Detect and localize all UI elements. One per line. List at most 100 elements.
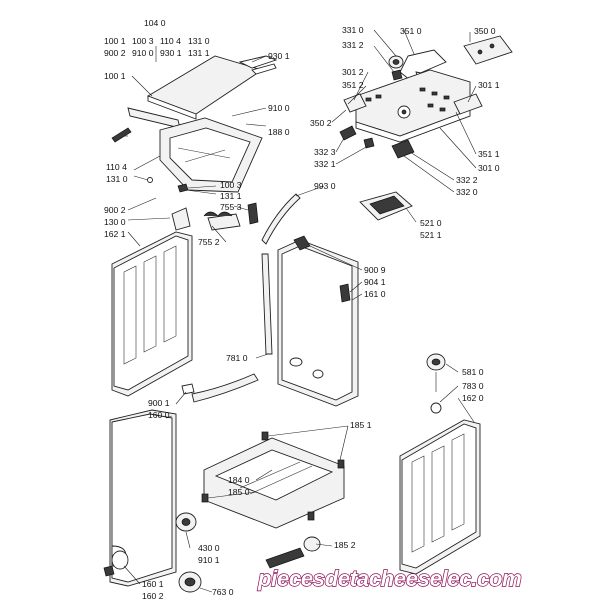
label-7630: 763 0	[212, 587, 234, 597]
label-7830: 783 0	[462, 381, 484, 391]
part-1852-b	[303, 536, 321, 552]
part-screw-1852	[307, 511, 315, 521]
hinge-screw	[147, 177, 153, 183]
label-9001: 900 1	[148, 398, 170, 408]
label-9002: 900 2	[104, 48, 126, 58]
label-1003: 100 3	[132, 36, 154, 46]
label-1311: 131 1	[188, 48, 210, 58]
label-3011: 301 1	[478, 80, 500, 90]
filter-1602	[103, 565, 115, 577]
label-9002-b: 900 2	[104, 205, 126, 215]
label-3510: 351 0	[400, 26, 422, 36]
control-panel-face	[355, 109, 471, 143]
watermark-text: piecesdetacheeselec.com	[257, 566, 521, 591]
part-1300	[171, 207, 191, 231]
cap-9001	[181, 383, 195, 395]
display-3012	[343, 93, 367, 113]
label-9100: 910 0	[132, 48, 154, 58]
side-panel-1621-ribs	[123, 245, 177, 365]
label-7810: 781 0	[226, 353, 248, 363]
label-5210: 521 0	[420, 218, 442, 228]
label-1311-b: 131 1	[220, 191, 242, 201]
drawer-part-1003	[177, 183, 189, 193]
label-5211: 521 1	[420, 230, 442, 240]
front-panel-face	[111, 413, 173, 583]
button-strip-3011	[453, 93, 483, 115]
label-1001: 100 1	[104, 36, 126, 46]
hose-9930	[261, 193, 301, 245]
label-1600: 160 0	[148, 410, 170, 420]
control-panel-group	[339, 35, 513, 221]
label-3312: 331 2	[342, 40, 364, 50]
side-panel-1620-ribs	[411, 433, 465, 553]
base-group	[175, 431, 345, 593]
label-1620: 162 0	[462, 393, 484, 403]
label-1602: 160 2	[142, 591, 164, 600]
valve-7553	[247, 202, 259, 225]
label-3323: 332 3	[314, 147, 336, 157]
label-3512: 351 2	[342, 80, 364, 90]
side-panel-1620-face	[401, 423, 477, 569]
back-frame-port-1	[289, 357, 303, 367]
filter-cap-1601	[111, 550, 129, 570]
label-5810: 581 0	[462, 367, 484, 377]
label-3500: 350 0	[474, 26, 496, 36]
button-3323	[339, 125, 357, 141]
hose-7810	[261, 253, 273, 355]
button-3321	[363, 137, 375, 149]
foot-1850	[201, 493, 209, 503]
part-labels: 104 0 100 1 100 3 110 4 131 0 900 2 910 …	[104, 18, 500, 600]
label-9009: 900 9	[364, 265, 386, 275]
part-1852	[265, 547, 305, 569]
top-lid-group	[111, 55, 278, 231]
label-1852: 185 2	[334, 540, 356, 550]
foot-1851-b	[337, 459, 345, 469]
label-9041: 904 1	[364, 277, 386, 287]
label-1621: 162 1	[104, 229, 126, 239]
label-1300: 130 0	[104, 217, 126, 227]
base-1840-opening	[214, 449, 334, 501]
foot-1851-a	[261, 431, 269, 441]
hinge-part-1104	[111, 127, 132, 143]
label-1610: 161 0	[364, 289, 386, 299]
label-9301: 930 1	[160, 48, 182, 58]
back-frame-port-2	[312, 369, 324, 379]
label-9930: 993 0	[314, 181, 336, 191]
hose-7810-bottom	[191, 373, 259, 403]
label-9100-b: 910 0	[268, 103, 290, 113]
label-3322: 332 2	[456, 175, 478, 185]
label-9101: 910 1	[198, 555, 220, 565]
label-1880: 188 0	[268, 127, 290, 137]
label-3502: 350 2	[310, 118, 332, 128]
clip-7830	[430, 402, 442, 414]
connector-9041	[339, 283, 351, 303]
label-3511: 351 1	[478, 149, 500, 159]
leader-lines	[123, 29, 477, 593]
pcb-component	[477, 49, 483, 55]
label-1310: 131 0	[188, 36, 210, 46]
label-1840: 184 0	[228, 475, 250, 485]
side-panel-1621-face	[113, 235, 189, 391]
label-1850: 185 0	[228, 487, 250, 497]
label-3321: 332 1	[314, 159, 336, 169]
knob-3312	[391, 69, 403, 81]
right-side-panel-group	[399, 353, 481, 575]
front-panel-group	[103, 409, 177, 587]
lid-hinge-bar	[127, 107, 181, 129]
label-1001-b: 100 1	[104, 71, 126, 81]
top-frame-opening	[169, 127, 251, 183]
lid-strip-tab	[251, 63, 277, 75]
label-4300: 430 0	[198, 543, 220, 553]
label-3310: 331 0	[342, 25, 364, 35]
label-1104-b: 110 4	[106, 162, 127, 172]
back-frame-group	[181, 235, 359, 407]
label-3010: 301 0	[478, 163, 500, 173]
control-panel-buttons	[365, 87, 450, 112]
lid-strip-9301	[238, 55, 278, 69]
label-1104: 110 4	[160, 36, 181, 46]
label-1601: 160 1	[142, 579, 164, 589]
left-side-panel-group	[111, 231, 193, 397]
label-7553: 755 3	[220, 202, 242, 212]
pcb-3500	[463, 35, 513, 65]
